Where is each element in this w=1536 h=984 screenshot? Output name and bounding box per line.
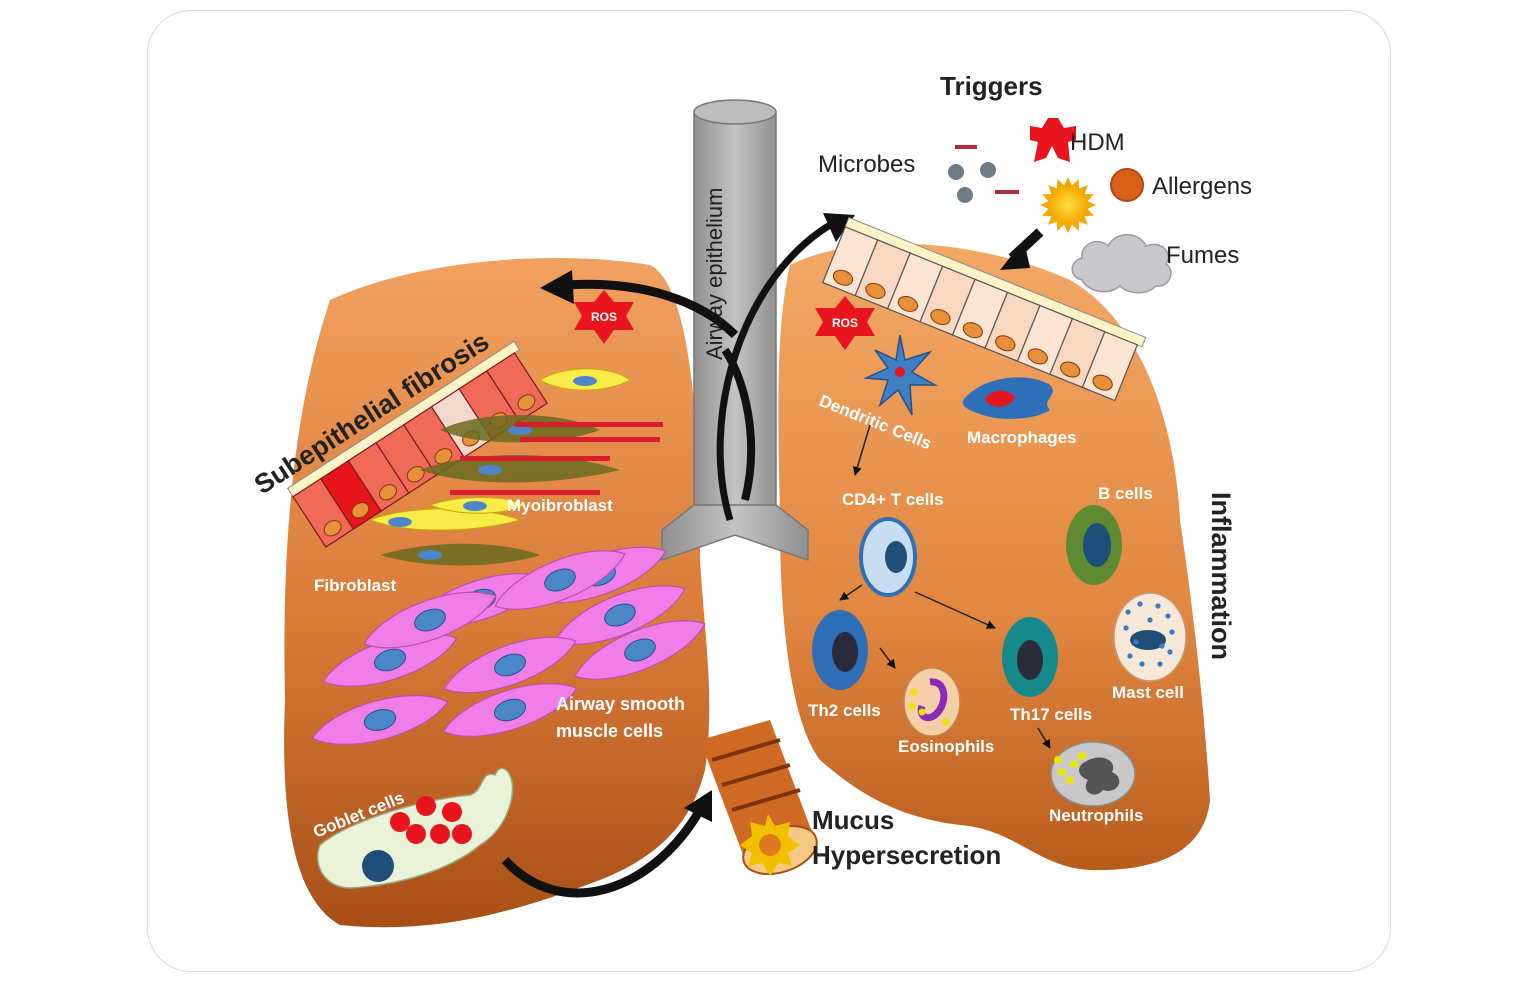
th17-cell [1002,617,1058,697]
fumes-label: Fumes [1166,242,1239,269]
mast-cell [1113,592,1187,682]
hdm-label: HDM [1070,129,1125,156]
allergens-icon [1110,168,1144,202]
b-cells-label: B cells [1098,484,1153,503]
eosinophil-cell [903,667,961,737]
neutrophils-label: Neutrophils [1049,806,1143,825]
microbes-label: Microbes [818,151,915,178]
cd4-t-cells-label: CD4+ T cells [842,490,944,509]
microbes-icon [948,145,1019,203]
myofibroblast-label: Myoibroblast [507,496,613,515]
mucus-label-line1: Mucus [812,805,894,835]
ros-left-label: ROS [591,310,617,324]
inflammation-label: Inflammation [1206,492,1236,660]
airway-epithelium-strip [821,216,1147,402]
eosinophils-label: Eosinophils [898,737,994,756]
triggers-label: Triggers [940,71,1043,101]
trachea [661,99,809,562]
mucus-label-line2: Hypersecretion [812,840,1001,870]
b-cell [1066,505,1122,585]
macrophage-cell [962,377,1053,419]
airway-epithelium-label: Airway epithelium [702,188,727,360]
fibroblast-label: Fibroblast [314,576,397,595]
th2-cell [812,610,868,690]
ros-right-label: ROS [832,316,858,330]
allergens-label: Allergens [1152,173,1252,200]
fumes-cloud-icon [1071,234,1172,294]
th17-cells-label: Th17 cells [1010,705,1092,724]
cd4-t-cell [859,517,917,597]
allergen-sun-icon [1040,177,1096,233]
dendritic-cell [863,334,938,416]
myofibroblast-cells [368,368,663,566]
airway-smooth-muscle-cells [311,546,706,745]
goblet-cell [316,767,514,889]
ros-right-star [815,296,875,350]
asm-label-line2: muscle cells [556,721,663,741]
asm-label-line1: Airway smooth [556,694,685,714]
mast-cell-label: Mast cell [1112,683,1184,702]
th2-cells-label: Th2 cells [808,701,881,720]
flow-arrows [501,213,1044,898]
ros-left-star [574,290,634,344]
mucus-bronchiole [700,720,818,876]
macrophages-label: Macrophages [967,428,1077,447]
neutrophil-cell [1050,741,1136,807]
hdm-icon [1030,118,1076,162]
